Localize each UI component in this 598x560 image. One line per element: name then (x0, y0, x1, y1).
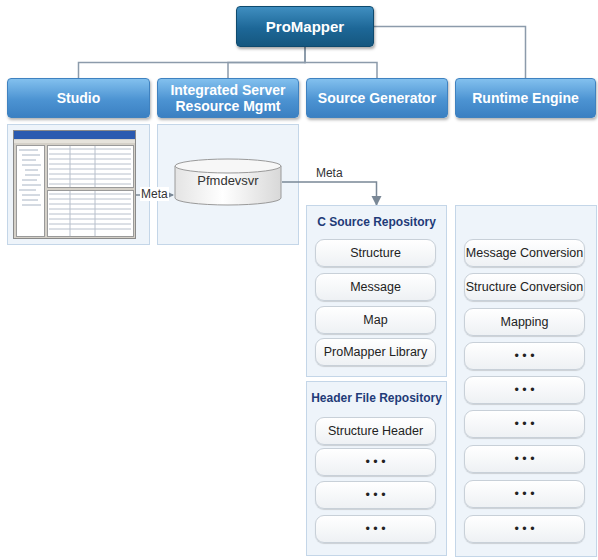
category-header: Integrated Server Resource Mgmt (157, 78, 299, 118)
node-text: C Source Repository (317, 215, 436, 229)
module-box: ProMapper Library (315, 338, 436, 366)
module-box: • • • (464, 376, 585, 404)
tree-connector (374, 27, 526, 79)
node-text: ProMapper Library (324, 345, 428, 359)
module-box: Structure Conversion (464, 273, 585, 301)
module-box: • • • (464, 515, 585, 543)
node-text: • • • (514, 522, 534, 536)
module-box: • • • (464, 342, 585, 370)
module-box: Map (315, 306, 436, 334)
node-text: Structure Header (328, 424, 423, 438)
tree-connector (79, 47, 306, 78)
node-text: • • • (514, 383, 534, 397)
edge-label: Meta (316, 166, 343, 180)
title-box: ProMapper (236, 6, 374, 47)
node-text: • • • (514, 349, 534, 363)
node-text: • • • (514, 487, 534, 501)
studio-screenshot (14, 131, 136, 239)
module-box: • • • (315, 515, 436, 543)
node-text: • • • (514, 452, 534, 466)
node-text: Pfmdevsvr (197, 173, 258, 188)
tree-connector (305, 47, 377, 78)
module-box: • • • (315, 448, 436, 476)
server-panel (158, 125, 299, 245)
node-text: Structure Conversion (466, 280, 583, 294)
runtime-panel (456, 206, 597, 557)
node-text: • • • (514, 417, 534, 431)
node-text: Structure (350, 246, 401, 260)
tree-connector (228, 47, 305, 78)
studio-panel (8, 125, 150, 245)
module-box: • • • (464, 480, 585, 508)
module-box: • • • (464, 410, 585, 438)
module-box: Mapping (464, 308, 585, 336)
node-text: Message Conversion (466, 246, 583, 260)
node-text: Map (363, 313, 387, 327)
node-text: Mapping (501, 315, 549, 329)
repository-panel: Header File RepositoryStructure Header • … (306, 381, 447, 556)
node-text: ProMapper (266, 18, 344, 35)
node-text: Runtime Engine (472, 90, 579, 106)
node-text: Source Generator (318, 90, 436, 106)
module-box: • • • (464, 445, 585, 473)
node-text: Integrated Server Resource Mgmt (162, 82, 294, 114)
repository-panel: C Source RepositoryStructureMessageMapPr… (306, 205, 447, 377)
node-text: Header File Repository (311, 391, 442, 405)
category-header: Source Generator (306, 78, 448, 118)
module-box: Structure Header (315, 417, 436, 445)
module-box: Message (315, 273, 436, 301)
module-box: • • • (315, 481, 436, 509)
module-box: Structure (315, 239, 436, 267)
flow-arrow (282, 182, 377, 205)
node-text: • • • (365, 522, 385, 536)
flow-label: Meta (140, 187, 169, 201)
category-header: Studio (7, 78, 150, 118)
database-cylinder: Pfmdevsvr (174, 158, 282, 206)
module-box: Message Conversion (464, 239, 585, 267)
category-header: Runtime Engine (455, 78, 596, 118)
node-text: Message (350, 280, 401, 294)
node-text: • • • (365, 455, 385, 469)
node-text: • • • (365, 488, 385, 502)
node-text: Studio (57, 90, 101, 106)
